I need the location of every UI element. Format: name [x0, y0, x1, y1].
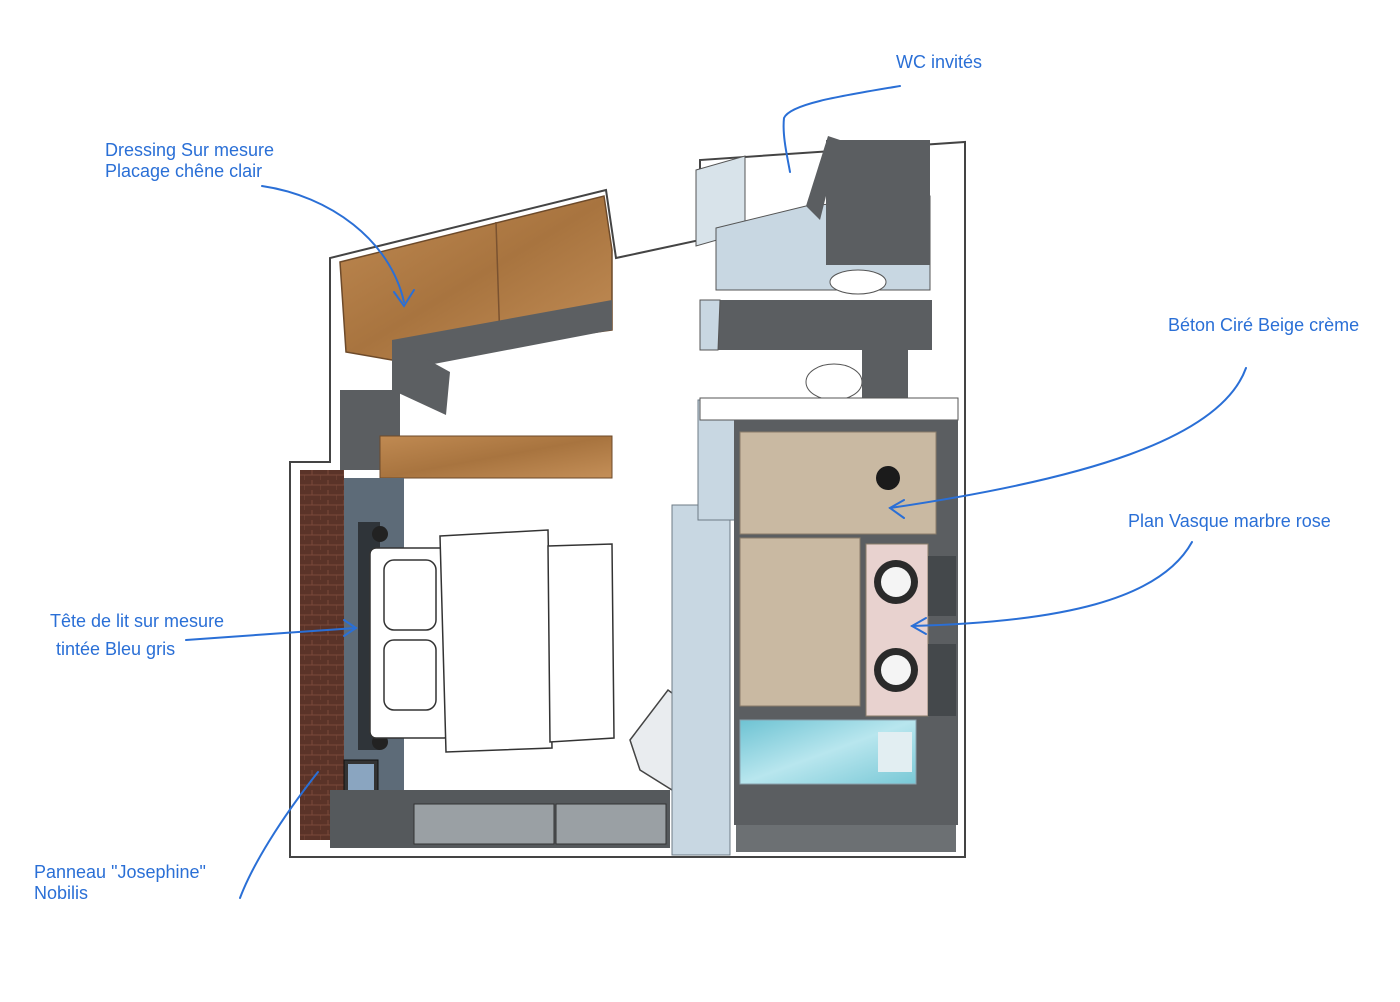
partition-wall — [671, 399, 739, 856]
arrow-vasque — [911, 541, 1193, 627]
annotation-tete-line2: tintée Bleu gris — [56, 639, 176, 659]
annotation-tete-line1: Tête de lit sur mesure — [50, 611, 225, 631]
annotation-plan-vasque: Plan Vasque marbre rose — [1128, 511, 1331, 532]
arrow-panneau — [239, 771, 319, 899]
annotation-panneau-josephine: Panneau "Josephine" Nobilis — [34, 862, 206, 904]
bathroom — [699, 397, 959, 825]
annotation-dressing-line1: Dressing Sur mesure — [105, 140, 275, 160]
oak-shelf — [379, 435, 613, 479]
bed — [369, 529, 615, 753]
annotation-dressing: Dressing Sur mesure Placage chêne clair — [105, 140, 274, 182]
brick-panel-josephine — [300, 470, 344, 840]
annotation-beton-line1: Béton Ciré Beige crème — [1168, 315, 1360, 335]
annotation-panneau-line2: Nobilis — [34, 883, 89, 903]
bedroom-windows — [330, 790, 956, 852]
annotation-vasque-line1: Plan Vasque marbre rose — [1128, 511, 1331, 531]
arrow-beton — [889, 367, 1247, 509]
annotation-wc-line1: WC invités — [896, 52, 983, 72]
annotation-panneau-line1: Panneau "Josephine" — [34, 862, 206, 882]
arrow-tete — [185, 627, 357, 641]
arrow-dressing — [261, 185, 405, 303]
annotation-tete-de-lit: Tête de lit sur mesure tintée Bleu gris — [50, 607, 224, 663]
annotation-wc-invites: WC invités — [896, 52, 982, 73]
guest-wc — [695, 136, 932, 401]
annotation-beton-cire: Béton Ciré Beige crème — [1168, 315, 1359, 336]
annotation-dressing-line2: Placage chêne clair — [105, 161, 263, 181]
annotation-arrows — [185, 85, 1247, 899]
arrow-wc — [782, 85, 901, 173]
